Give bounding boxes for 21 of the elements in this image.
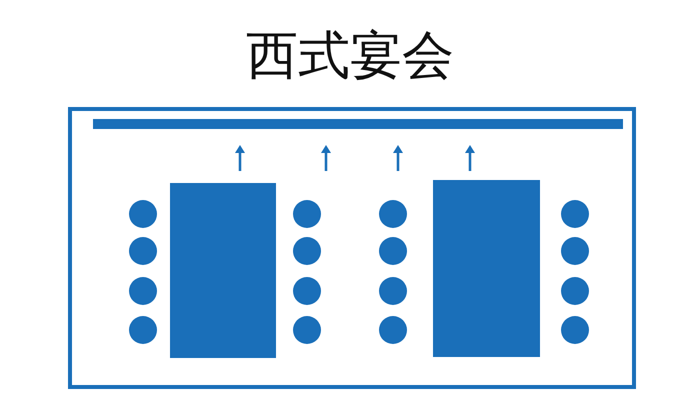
chair-circle xyxy=(293,277,321,305)
chair-circle xyxy=(293,316,321,344)
banquet-table xyxy=(170,183,276,358)
chair-circle xyxy=(561,200,589,228)
chair-circle xyxy=(379,237,407,265)
chair-circle xyxy=(561,316,589,344)
head-table-bar xyxy=(93,119,623,129)
banquet-table xyxy=(433,180,540,357)
title: 西式宴会 xyxy=(245,25,455,88)
chair-circle xyxy=(379,200,407,228)
chair-circle xyxy=(129,200,157,228)
chair-circle xyxy=(561,277,589,305)
chair-circle xyxy=(129,316,157,344)
chair-circle xyxy=(379,316,407,344)
room-outline xyxy=(68,107,636,389)
chair-circle xyxy=(129,277,157,305)
chair-circle xyxy=(293,200,321,228)
chair-circle xyxy=(129,237,157,265)
chair-circle xyxy=(561,237,589,265)
chair-circle xyxy=(379,277,407,305)
chair-circle xyxy=(293,237,321,265)
